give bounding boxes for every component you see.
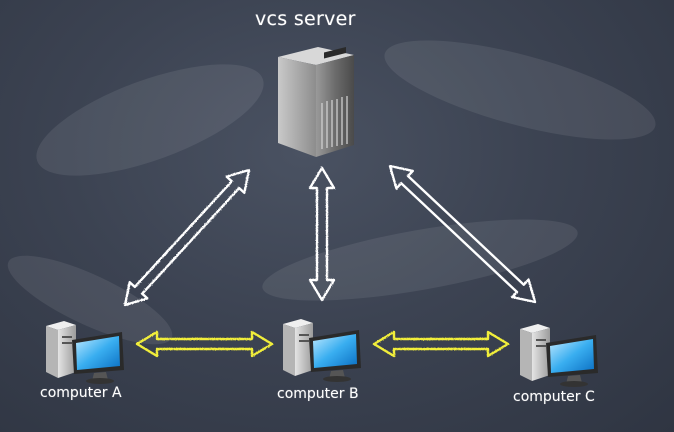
computer-b-icon [283, 319, 361, 382]
chalk-smudges [7, 40, 656, 345]
computer-b-label: computer B [277, 386, 359, 402]
server-label: vcs server [255, 8, 356, 30]
arrow-computer-b-computer-c [372, 330, 510, 358]
arrow-server-computer-a [123, 168, 251, 307]
server-tower-icon [278, 47, 354, 157]
arrow-computer-a-computer-b [135, 330, 274, 358]
computer-a-label: computer A [40, 385, 122, 401]
arrow-server-computer-c [388, 164, 537, 304]
computer-c-icon [520, 324, 598, 387]
computer-c-label: computer C [513, 389, 595, 405]
computer-a-icon [46, 321, 124, 384]
arrow-server-computer-b [308, 166, 336, 302]
